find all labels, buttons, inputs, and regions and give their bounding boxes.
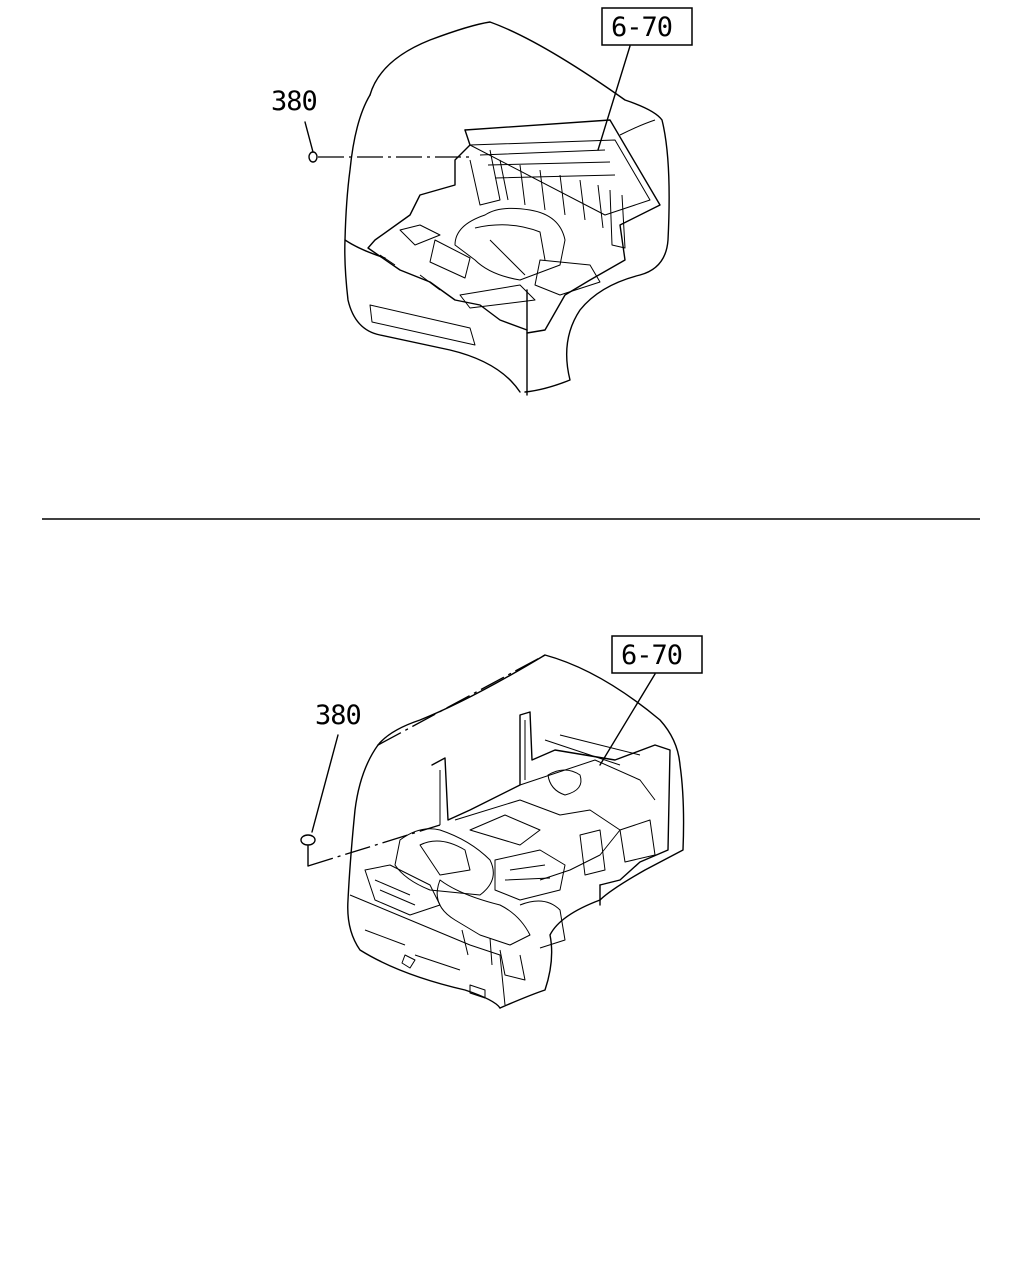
callout-380-upper: 380 (271, 86, 470, 163)
part-number-label: 380 (315, 700, 361, 731)
callout-380-lower: 380 (300, 700, 441, 867)
upper-cab-diagram (344, 21, 670, 396)
reference-label: 6-70 (611, 12, 672, 43)
reference-label: 6-70 (621, 640, 682, 671)
part-number-label: 380 (271, 86, 317, 117)
reference-box-6-70-upper: 6-70 (597, 7, 693, 151)
lower-cab-diagram (347, 654, 685, 1009)
clip-part-marker (308, 151, 318, 163)
clip-part-marker (300, 834, 316, 846)
reference-box-6-70-lower: 6-70 (599, 635, 703, 766)
